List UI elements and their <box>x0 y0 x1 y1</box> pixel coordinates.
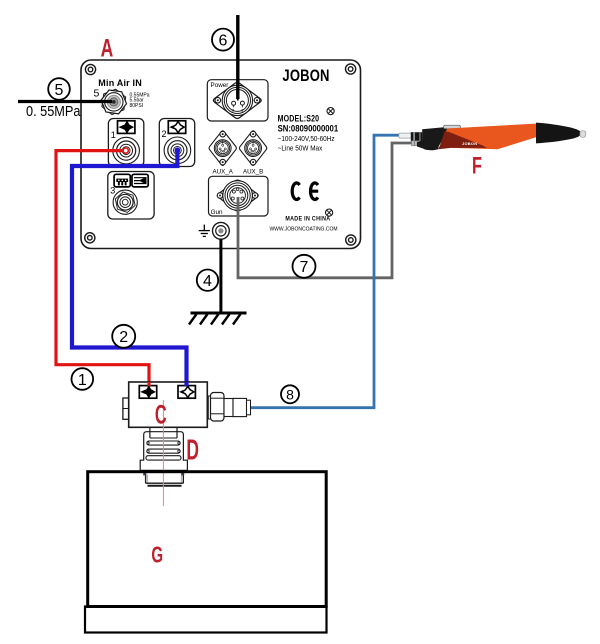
svg-text:5.5bar: 5.5bar <box>130 98 145 104</box>
svg-text:~100-240V,50-60Hz: ~100-240V,50-60Hz <box>278 136 335 143</box>
svg-text:Power: Power <box>211 82 229 89</box>
svg-text:AUX_A: AUX_A <box>213 169 234 176</box>
svg-text:F: F <box>472 152 482 179</box>
svg-text:1: 1 <box>78 372 87 389</box>
svg-text:6: 6 <box>219 32 228 49</box>
svg-text:D: D <box>186 434 199 467</box>
svg-text:3: 3 <box>110 186 115 196</box>
svg-text:~Line 50W Max: ~Line 50W Max <box>278 145 323 152</box>
svg-text:AUX_B: AUX_B <box>243 169 263 176</box>
svg-text:7: 7 <box>300 259 309 276</box>
svg-text:3: 3 <box>232 108 235 113</box>
svg-text:80PSI: 80PSI <box>130 103 144 109</box>
svg-text:Min Air IN: Min Air IN <box>98 78 142 88</box>
svg-text:A: A <box>101 33 114 62</box>
svg-text:0.55MPa: 0.55MPa <box>130 92 150 98</box>
svg-text:1: 1 <box>241 107 244 112</box>
svg-text:1: 1 <box>111 130 116 140</box>
svg-text:0. 55MPa: 0. 55MPa <box>26 103 81 119</box>
svg-text:5: 5 <box>55 82 64 99</box>
svg-text:4: 4 <box>203 273 212 290</box>
svg-text:JOBON: JOBON <box>282 68 329 86</box>
svg-text:8: 8 <box>286 386 294 402</box>
svg-text:2: 2 <box>162 129 167 139</box>
svg-text:5: 5 <box>94 88 100 100</box>
svg-text:2: 2 <box>119 329 128 346</box>
svg-text:MADE IN CHINA: MADE IN CHINA <box>285 216 330 223</box>
svg-text:C: C <box>155 399 167 429</box>
svg-text:Gun: Gun <box>211 209 223 216</box>
svg-text:JOBON: JOBON <box>462 141 477 146</box>
svg-text:WWW.JOBONCOATING.COM: WWW.JOBONCOATING.COM <box>269 226 337 232</box>
svg-text:MODEL:S20: MODEL:S20 <box>278 114 320 124</box>
svg-text:SN:08090000001: SN:08090000001 <box>278 124 339 134</box>
svg-text:G: G <box>151 542 163 568</box>
